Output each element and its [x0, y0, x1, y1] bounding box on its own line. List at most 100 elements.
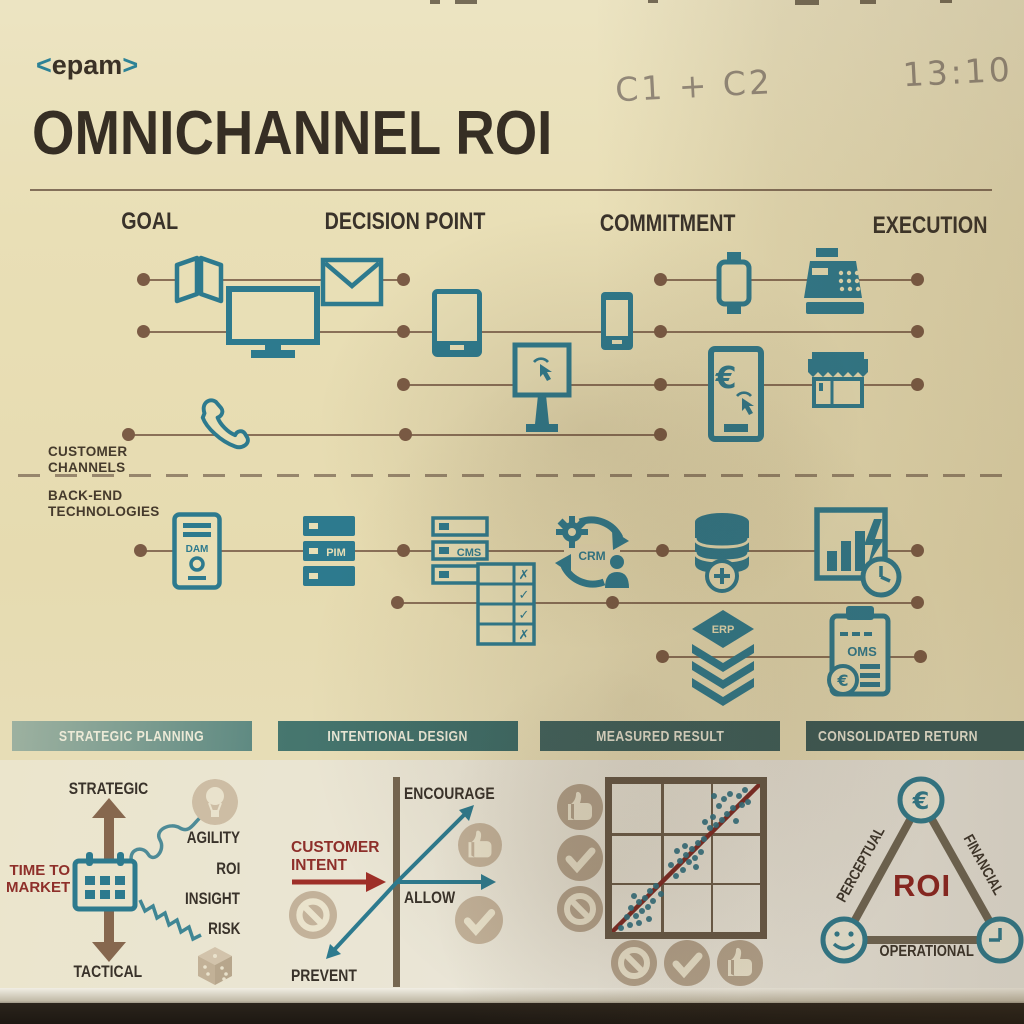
- cash-register-icon: [804, 248, 864, 314]
- database-icon: [693, 513, 751, 593]
- top-edge-fragment: [860, 0, 876, 4]
- strategic-axis-bottom-label: TACTICAL: [73, 962, 143, 981]
- lane-label-customer-channels: CUSTOMER CHANNELS: [48, 444, 128, 475]
- handwritten-note: C1 + C2 13:10: [614, 50, 1013, 110]
- prevent-arrow: [333, 880, 399, 951]
- node-dot: [137, 325, 150, 338]
- scatter-point: [650, 897, 657, 904]
- node-dot: [654, 428, 667, 441]
- svg-text:€: €: [715, 361, 737, 396]
- kiosk-icon: [512, 342, 572, 432]
- top-edge-fragment: [430, 0, 440, 4]
- scatter-point: [653, 883, 660, 890]
- grid-line: [612, 833, 760, 836]
- x-axis-check-icon: [664, 940, 710, 986]
- logo-text: epam: [51, 50, 123, 80]
- time-to-market-label: TIME TO MARKET: [6, 862, 71, 897]
- dam-document-icon: DAM: [172, 512, 222, 590]
- node-dot: [911, 378, 924, 391]
- poster-bottom-edge: [0, 988, 1024, 1004]
- top-edge-fragment: [648, 0, 658, 3]
- svg-text:€: €: [836, 671, 848, 690]
- smartwatch-icon: [716, 252, 752, 314]
- top-edge-fragment: [455, 0, 477, 4]
- svg-text:✓: ✓: [519, 588, 530, 603]
- scatter-point: [712, 822, 719, 829]
- node-dot: [391, 596, 404, 609]
- roi-triangle: €: [820, 776, 1024, 964]
- top-edge-fragment: [795, 0, 819, 5]
- svg-text:✗: ✗: [519, 568, 530, 583]
- erp-layers-icon: ERP: [692, 610, 754, 706]
- strategic-axis-top-label: STRATEGIC: [68, 779, 148, 798]
- scatter-point: [638, 908, 645, 915]
- node-dot: [397, 378, 410, 391]
- backend-line: [397, 602, 917, 604]
- scatter-point: [646, 915, 652, 922]
- node-dot: [134, 544, 147, 557]
- svg-text:✗: ✗: [519, 628, 530, 643]
- payment-terminal-icon: €: [708, 346, 764, 442]
- phone-handset-icon: [200, 398, 250, 450]
- scatter-point: [641, 894, 648, 901]
- roi-edge-operational: OPERATIONAL: [879, 943, 975, 960]
- x-axis-thumbs-up-icon: [717, 940, 763, 986]
- scatter-point: [697, 849, 704, 856]
- handwriting-left: C1 + C2: [614, 62, 774, 110]
- node-dot: [397, 544, 410, 557]
- scatter-point: [677, 857, 684, 864]
- scatter-point: [672, 872, 679, 879]
- node-dot: [397, 325, 410, 338]
- banner-intentional-design: INTENTIONAL DESIGN: [278, 721, 518, 751]
- node-dot: [137, 273, 150, 286]
- scatter-point: [733, 818, 740, 824]
- encourage-arrow: [395, 813, 466, 884]
- node-dot: [911, 273, 924, 286]
- intent-label-encourage: ENCOURAGE: [404, 784, 495, 803]
- scatter-point: [617, 924, 624, 931]
- node-dot: [654, 273, 667, 286]
- scatter-point: [688, 846, 695, 853]
- calendar-icon: [72, 852, 138, 912]
- scatter-point: [700, 835, 707, 842]
- svg-text:✓: ✓: [519, 608, 530, 623]
- analytics-icon: [814, 507, 902, 598]
- scatter-frame: [605, 777, 767, 939]
- y-axis-prohibit-icon: [557, 886, 603, 932]
- title-rule: [30, 189, 992, 191]
- svg-text:OMS: OMS: [847, 644, 877, 659]
- node-dot: [122, 428, 135, 441]
- scatter-point: [709, 813, 716, 820]
- intent-label-prevent: PREVENT: [291, 966, 357, 985]
- scatter-point: [727, 791, 734, 798]
- x-axis-prohibit-icon: [611, 940, 657, 986]
- crm-cycle-icon: CRM: [555, 516, 629, 588]
- scatter-point: [742, 786, 749, 793]
- node-dot: [397, 273, 410, 286]
- logo-bracket-open: <: [36, 50, 52, 80]
- prohibit-icon: [289, 891, 337, 939]
- banner-consolidated-return: CONSOLIDATED RETURN: [806, 721, 1024, 751]
- bottom-panel: [0, 760, 1024, 1002]
- scatter-point: [739, 801, 746, 808]
- scatter-point: [632, 912, 639, 919]
- scatter-point: [711, 792, 718, 799]
- node-dot: [914, 650, 927, 663]
- stage-goal: GOAL: [121, 208, 179, 235]
- handwriting-right: 13:10: [901, 49, 1014, 95]
- scatter-point: [685, 859, 692, 866]
- scatter-point: [683, 852, 689, 859]
- svg-text:CRM: CRM: [578, 549, 605, 563]
- grid-line: [661, 784, 664, 932]
- scatter-point: [626, 921, 633, 928]
- stage-commitment: COMMITMENT: [600, 210, 736, 237]
- scatter-point: [745, 798, 752, 805]
- lane-label-backend-technologies: BACK-END TECHNOLOGIES: [48, 488, 160, 519]
- svg-text:DAM: DAM: [186, 544, 209, 555]
- scatter-point: [628, 905, 635, 912]
- strategic-item-roi: ROI: [215, 860, 240, 878]
- storefront-icon: [808, 352, 868, 408]
- stage-execution: EXECUTION: [872, 212, 988, 239]
- strategic-item-insight: INSIGHT: [185, 890, 240, 908]
